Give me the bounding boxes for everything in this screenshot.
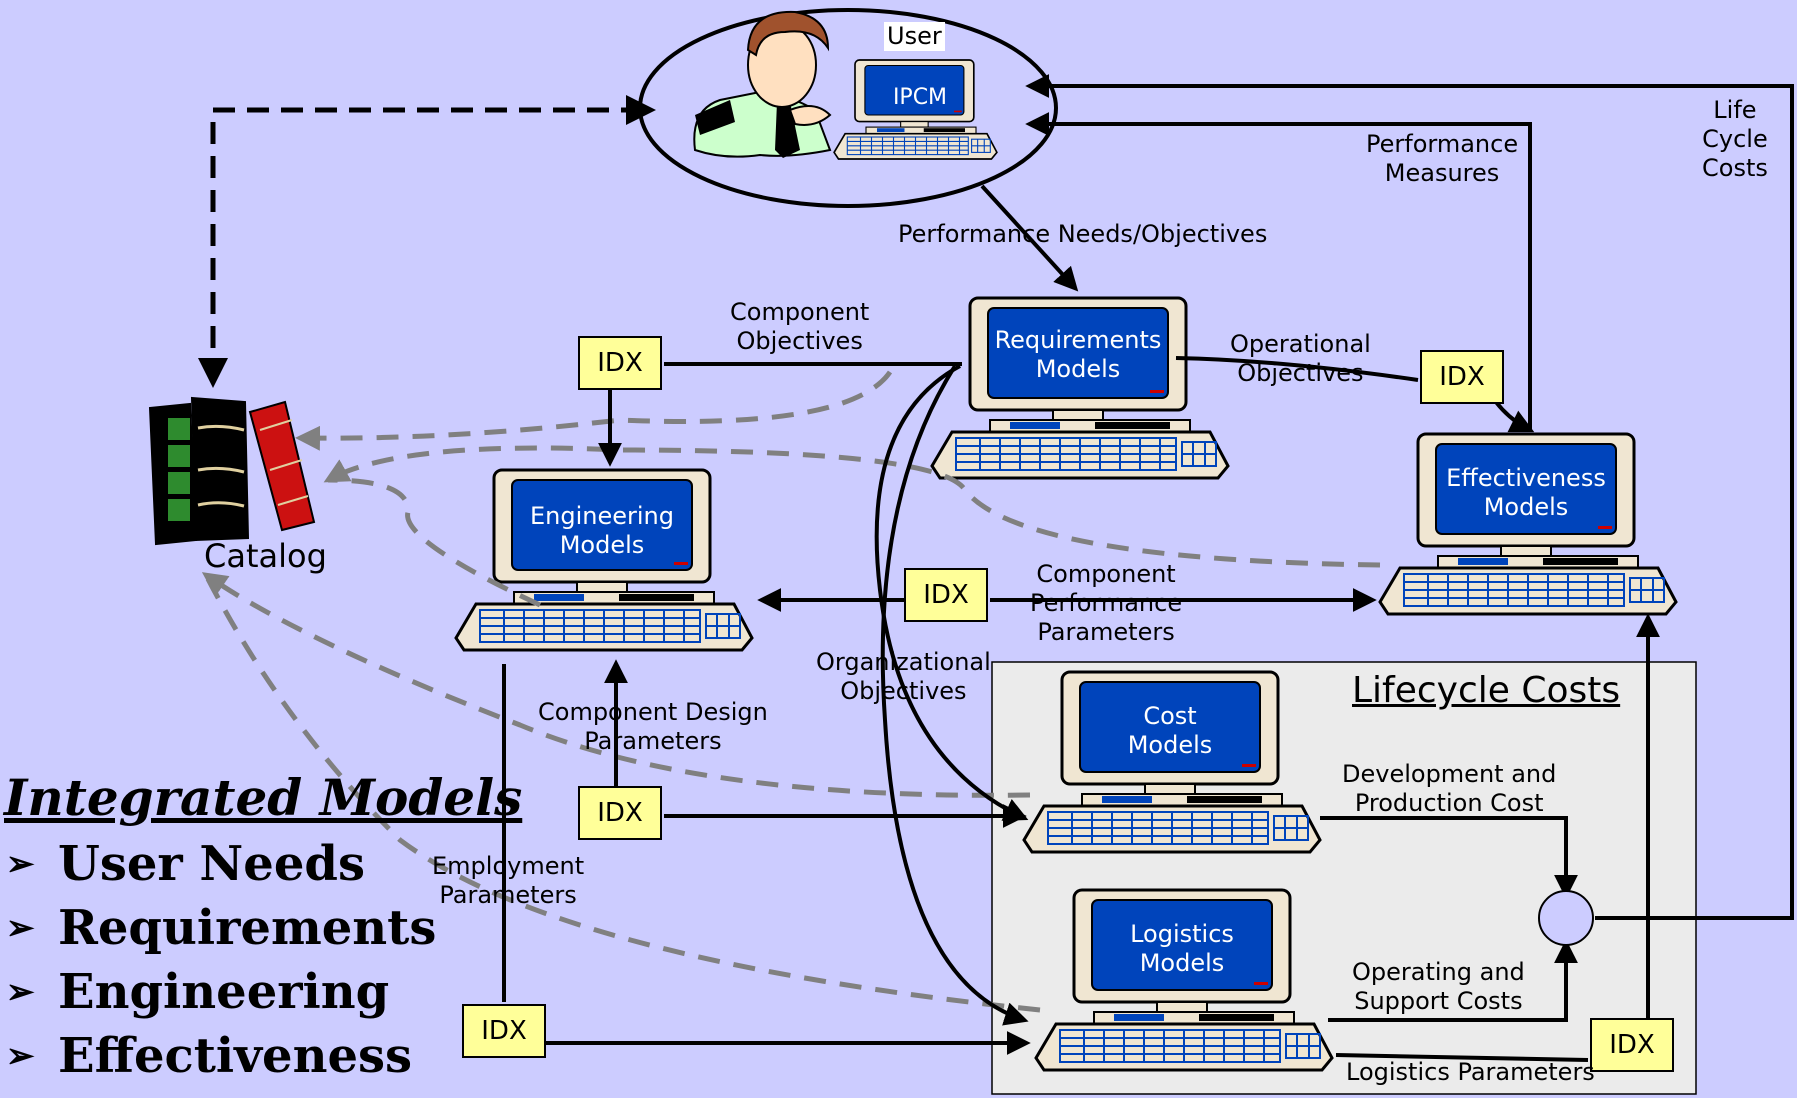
user-label: User bbox=[884, 22, 945, 51]
effectiveness-computer[interactable] bbox=[1378, 432, 1678, 616]
performance-needs-label: Performance Needs/Objectives bbox=[898, 220, 1268, 248]
logistics-computer[interactable] bbox=[1034, 888, 1334, 1072]
catalog-label: Catalog bbox=[204, 537, 327, 575]
requirements-computer[interactable] bbox=[930, 296, 1230, 480]
summation-node bbox=[1538, 890, 1594, 946]
person-icon bbox=[693, 10, 832, 158]
lifecycle-title: Lifecycle Costs bbox=[1352, 670, 1621, 711]
idx-operational-objectives[interactable]: IDX bbox=[1420, 350, 1504, 404]
arrow-bullet-icon: ➢ bbox=[6, 1036, 35, 1076]
idx-logistics[interactable]: IDX bbox=[1590, 1018, 1674, 1072]
idx-component-performance[interactable]: IDX bbox=[904, 568, 988, 622]
legend-item: ➢Effectiveness bbox=[6, 1024, 436, 1088]
legend-title: Integrated Models bbox=[4, 768, 523, 827]
idx-component-design[interactable]: IDX bbox=[578, 786, 662, 840]
idx-employment[interactable]: IDX bbox=[462, 1004, 546, 1058]
arrow-bullet-icon: ➢ bbox=[6, 844, 35, 884]
legend-item: ➢Requirements bbox=[6, 896, 436, 960]
engineering-computer[interactable] bbox=[454, 468, 754, 652]
legend-item: ➢User Needs bbox=[6, 832, 436, 896]
idx-component-objectives[interactable]: IDX bbox=[578, 336, 662, 390]
arrow-bullet-icon: ➢ bbox=[6, 972, 35, 1012]
logistics-parameters-label: Logistics Parameters bbox=[1346, 1058, 1595, 1086]
catalog-books-icon[interactable] bbox=[148, 396, 316, 546]
cost-computer[interactable] bbox=[1022, 670, 1322, 854]
legend-list: ➢User Needs ➢Requirements ➢Engineering ➢… bbox=[6, 832, 436, 1088]
user-ellipse bbox=[638, 8, 1058, 208]
arrow-bullet-icon: ➢ bbox=[6, 908, 35, 948]
ipcm-screen-label: IPCM bbox=[892, 85, 948, 110]
legend-item: ➢Engineering bbox=[6, 960, 436, 1024]
